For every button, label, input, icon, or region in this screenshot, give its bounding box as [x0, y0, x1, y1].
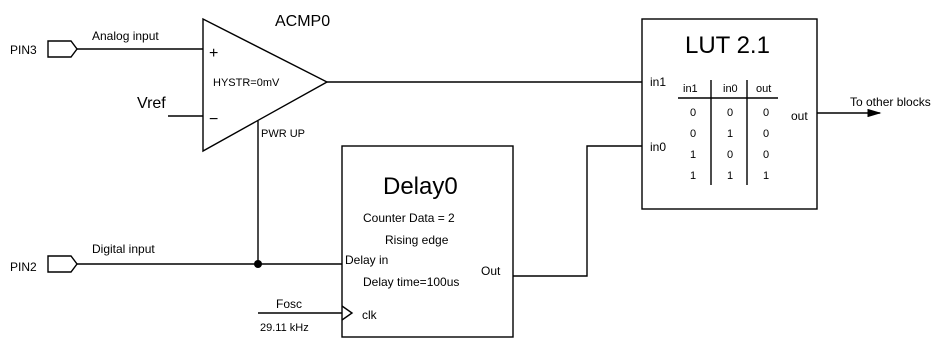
- pin2-connector: [47, 255, 78, 273]
- acmp-title: ACMP0: [275, 13, 330, 30]
- lut-cell: 0: [727, 107, 733, 119]
- lut-cell: 1: [763, 170, 769, 182]
- lut-cell: 0: [690, 107, 696, 119]
- lut-cell: 1: [690, 170, 696, 182]
- delay-counter-data: Counter Data = 2: [363, 211, 455, 225]
- delay-in-label: Delay in: [345, 253, 388, 267]
- to-other-blocks-label: To other blocks: [850, 95, 931, 109]
- pin2-label: PIN2: [10, 260, 37, 274]
- delay-title: Delay0: [383, 173, 458, 200]
- lut-block: [641, 18, 818, 210]
- pwr-up-label: PWR UP: [261, 128, 305, 140]
- lut-cell: 0: [763, 107, 769, 119]
- lut-cell: 1: [727, 170, 733, 182]
- analog-input-label: Analog input: [92, 29, 159, 43]
- lut-header-in1: in1: [683, 83, 698, 95]
- lut-cell: 0: [763, 149, 769, 161]
- pin3-connector: [47, 40, 78, 58]
- vref-label: Vref: [137, 95, 166, 112]
- lut-in0-label: in0: [650, 140, 666, 154]
- delay-out-label: Out: [481, 264, 501, 278]
- fosc-label: Fosc: [276, 297, 302, 311]
- lut-truth-table: in1 in0 out 0 0 0 0 1 0 1 0 0 1 1 1: [678, 80, 778, 185]
- clock-input-symbol: [341, 305, 354, 321]
- delay-output-wire: [513, 145, 642, 277]
- pin3-label: PIN3: [10, 43, 37, 57]
- junction-dot: [254, 260, 262, 268]
- lut-in1-label: in1: [650, 75, 666, 89]
- delay-clk-label: clk: [362, 308, 378, 322]
- acmp-minus-sign: −: [209, 111, 218, 128]
- lut-cell: 1: [690, 149, 696, 161]
- lut-cell: 1: [727, 128, 733, 140]
- acmp-plus-sign: +: [209, 45, 218, 62]
- lut-out-label: out: [791, 109, 808, 123]
- digital-input-label: Digital input: [92, 242, 155, 256]
- lut-cell: 0: [763, 128, 769, 140]
- acmp-hysteresis: HYSTR=0mV: [213, 77, 280, 89]
- acmp-comparator: [202, 17, 329, 153]
- lut-title: LUT 2.1: [685, 32, 770, 59]
- fosc-frequency: 29.11 kHz: [260, 322, 309, 334]
- lut-cell: 0: [727, 149, 733, 161]
- delay-edge: Rising edge: [385, 233, 449, 247]
- lut-header-out: out: [756, 83, 771, 95]
- lut-header-in0: in0: [723, 83, 738, 95]
- lut-cell: 0: [690, 128, 696, 140]
- delay-time: Delay time=100us: [363, 275, 459, 289]
- delay-block: [341, 145, 514, 338]
